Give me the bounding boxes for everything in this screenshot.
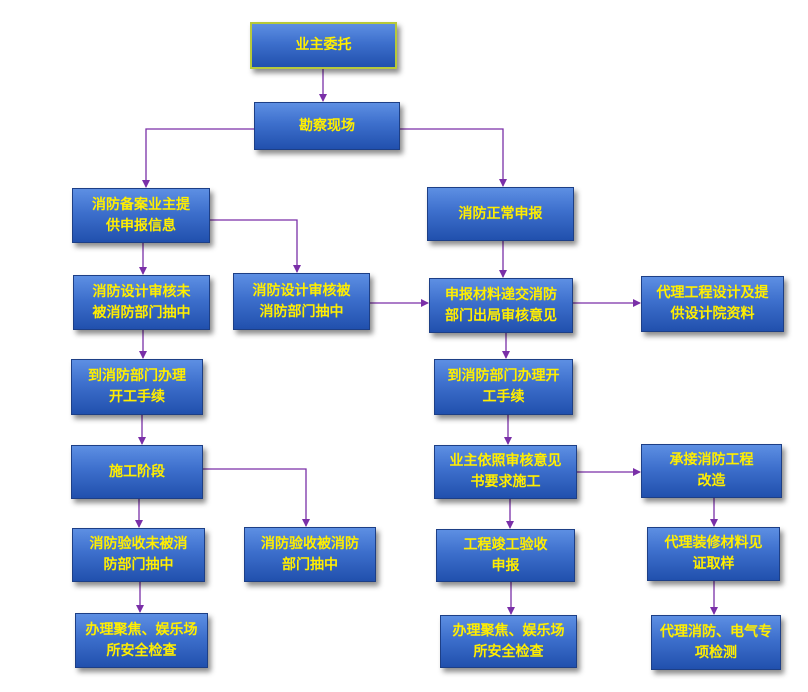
node-build-per-opinion: 业主依照审核意见 书要求施工 [434, 445, 577, 499]
node-safety-left: 办理聚焦、娱乐场 所安全检查 [75, 613, 208, 668]
node-design-not-sampled: 消防设计审核未 被消防部门抽中 [73, 275, 210, 330]
node-site-survey: 勘察现场 [254, 102, 400, 150]
node-agent-testing: 代理消防、电气专 项检测 [651, 615, 781, 670]
node-undertake-renovation: 承接消防工程 改造 [641, 444, 782, 498]
node-accept-sampled: 消防验收被消防 部门抽中 [244, 527, 376, 582]
edge-filing-to-design-sampled [210, 219, 301, 273]
node-design-sampled: 消防设计审核被 消防部门抽中 [233, 273, 370, 330]
node-agent-design: 代理工程设计及提 供设计院资料 [641, 276, 784, 332]
node-normal-apply: 消防正常申报 [427, 187, 574, 241]
node-completion-accept: 工程竣工验收 申报 [436, 529, 575, 582]
node-permit-right: 到消防部门办理开 工手续 [434, 359, 573, 415]
node-construction: 施工阶段 [71, 445, 203, 499]
edge-survey-to-normal [400, 128, 507, 187]
node-agent-decoration: 代理装修材料见 证取样 [647, 527, 780, 581]
node-accept-not-sampled: 消防验收未被消 防部门抽中 [72, 528, 205, 582]
edge-construction-to-accept-sampled [203, 468, 310, 527]
node-permit-left: 到消防部门办理 开工手续 [71, 359, 203, 415]
node-filing-info: 消防备案业主提 供申报信息 [72, 188, 210, 243]
node-safety-right: 办理聚焦、娱乐场 所安全检查 [440, 615, 577, 668]
node-owner-entrust: 业主委托 [250, 22, 397, 69]
node-submit-materials: 申报材料递交消防 部门出局审核意见 [429, 278, 573, 333]
edge-survey-to-filing [142, 128, 254, 188]
